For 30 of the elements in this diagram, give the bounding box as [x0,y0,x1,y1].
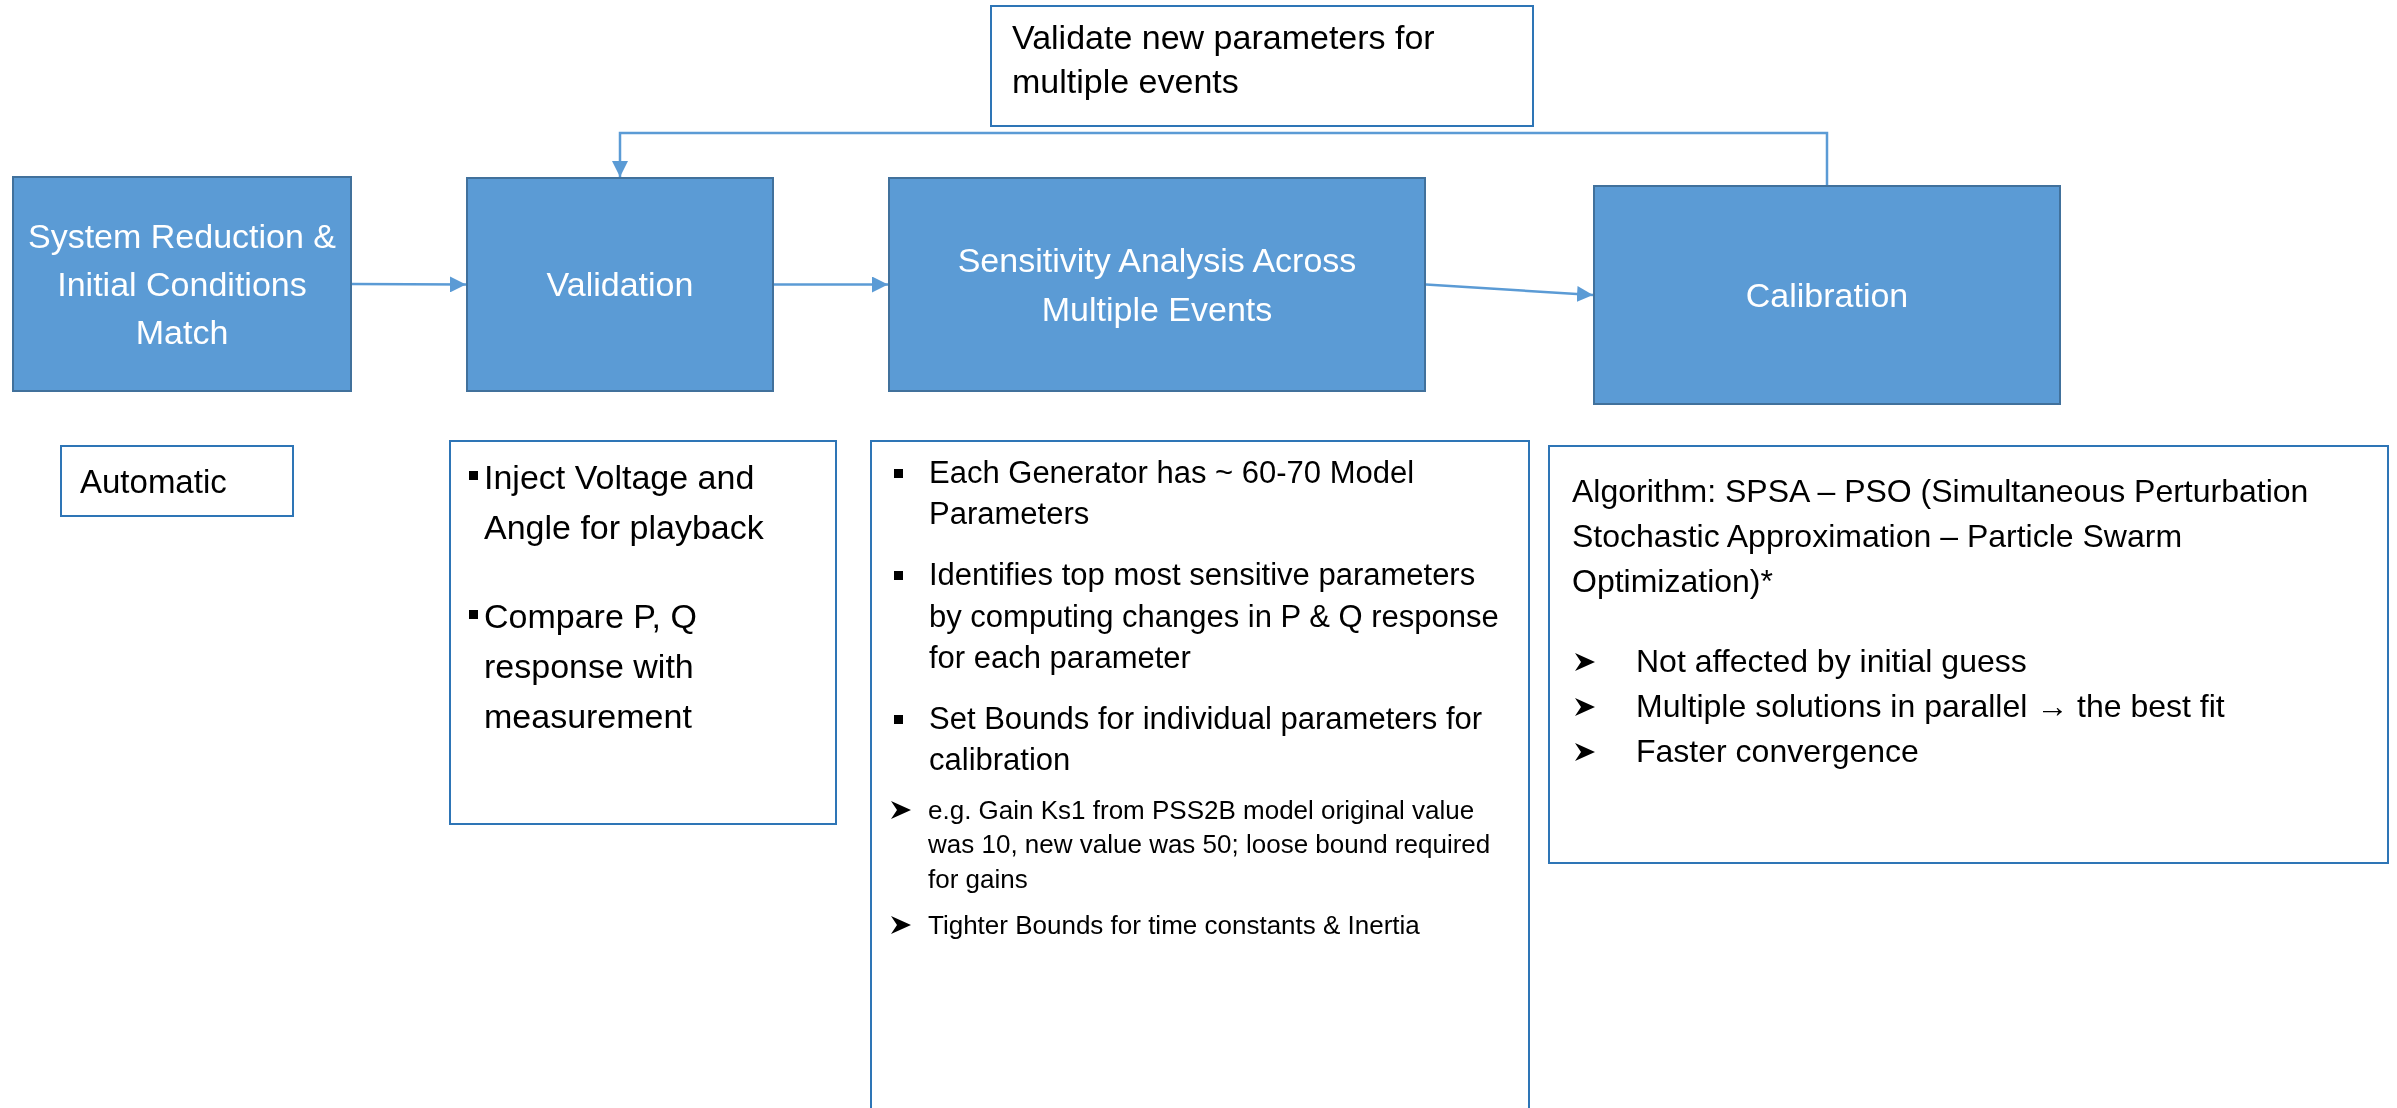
note-box [870,440,1530,1108]
step-label: Sensitivity Analysis Across Multiple Events [956,240,1358,330]
process-box [1593,185,2061,405]
bullet-text: Inject Voltage and Angle for playback [484,457,765,549]
process-box [466,177,774,392]
bullet-text: e.g. Gain Ks1 from PSS2B model original value was 10, new value was 50; loose bound required for gains [928,793,1492,896]
note-text: Algorithm: SPSA – PSO (Simultaneous Perturbation Stochastic Approximation – Particle Swarm Optimization)* [1572,472,2310,601]
process-box [888,177,1426,392]
note-box [60,445,294,517]
bullet-text: Identifies top most sensitive parameters by computing changes in P & Q response for each parameter [929,556,1500,677]
note-text: Validate new parameters for multiple events [1012,17,1436,103]
bullet-text: Each Generator has ~ 60-70 Model Parameters [929,454,1416,534]
arrow [352,276,466,293]
arrow [1425,283,1594,302]
process-box [12,176,352,392]
bullet-text: Compare P, Q response with measurement [484,595,698,738]
bullet-text: Tighter Bounds for time constants & Inertia [928,909,1420,943]
note-box [990,5,1534,127]
step-label: Validation [546,264,694,306]
bullet-text: Set Bounds for individual parameters for calibration [929,700,1484,780]
bullet-text: Not affected by initial guess [1636,642,2027,682]
note-box [449,440,837,825]
note-box [1548,445,2389,864]
arrow [612,131,1829,185]
bullet-text: Faster convergence [1636,732,1919,771]
bullet-text: Multiple solutions in parallel → the best fit [1636,687,2225,727]
step-label: System Reduction & Initial Conditions Match [27,215,337,354]
note-text: Automatic [80,462,228,502]
arrow [774,276,888,293]
step-label: Calibration [1745,274,1909,316]
